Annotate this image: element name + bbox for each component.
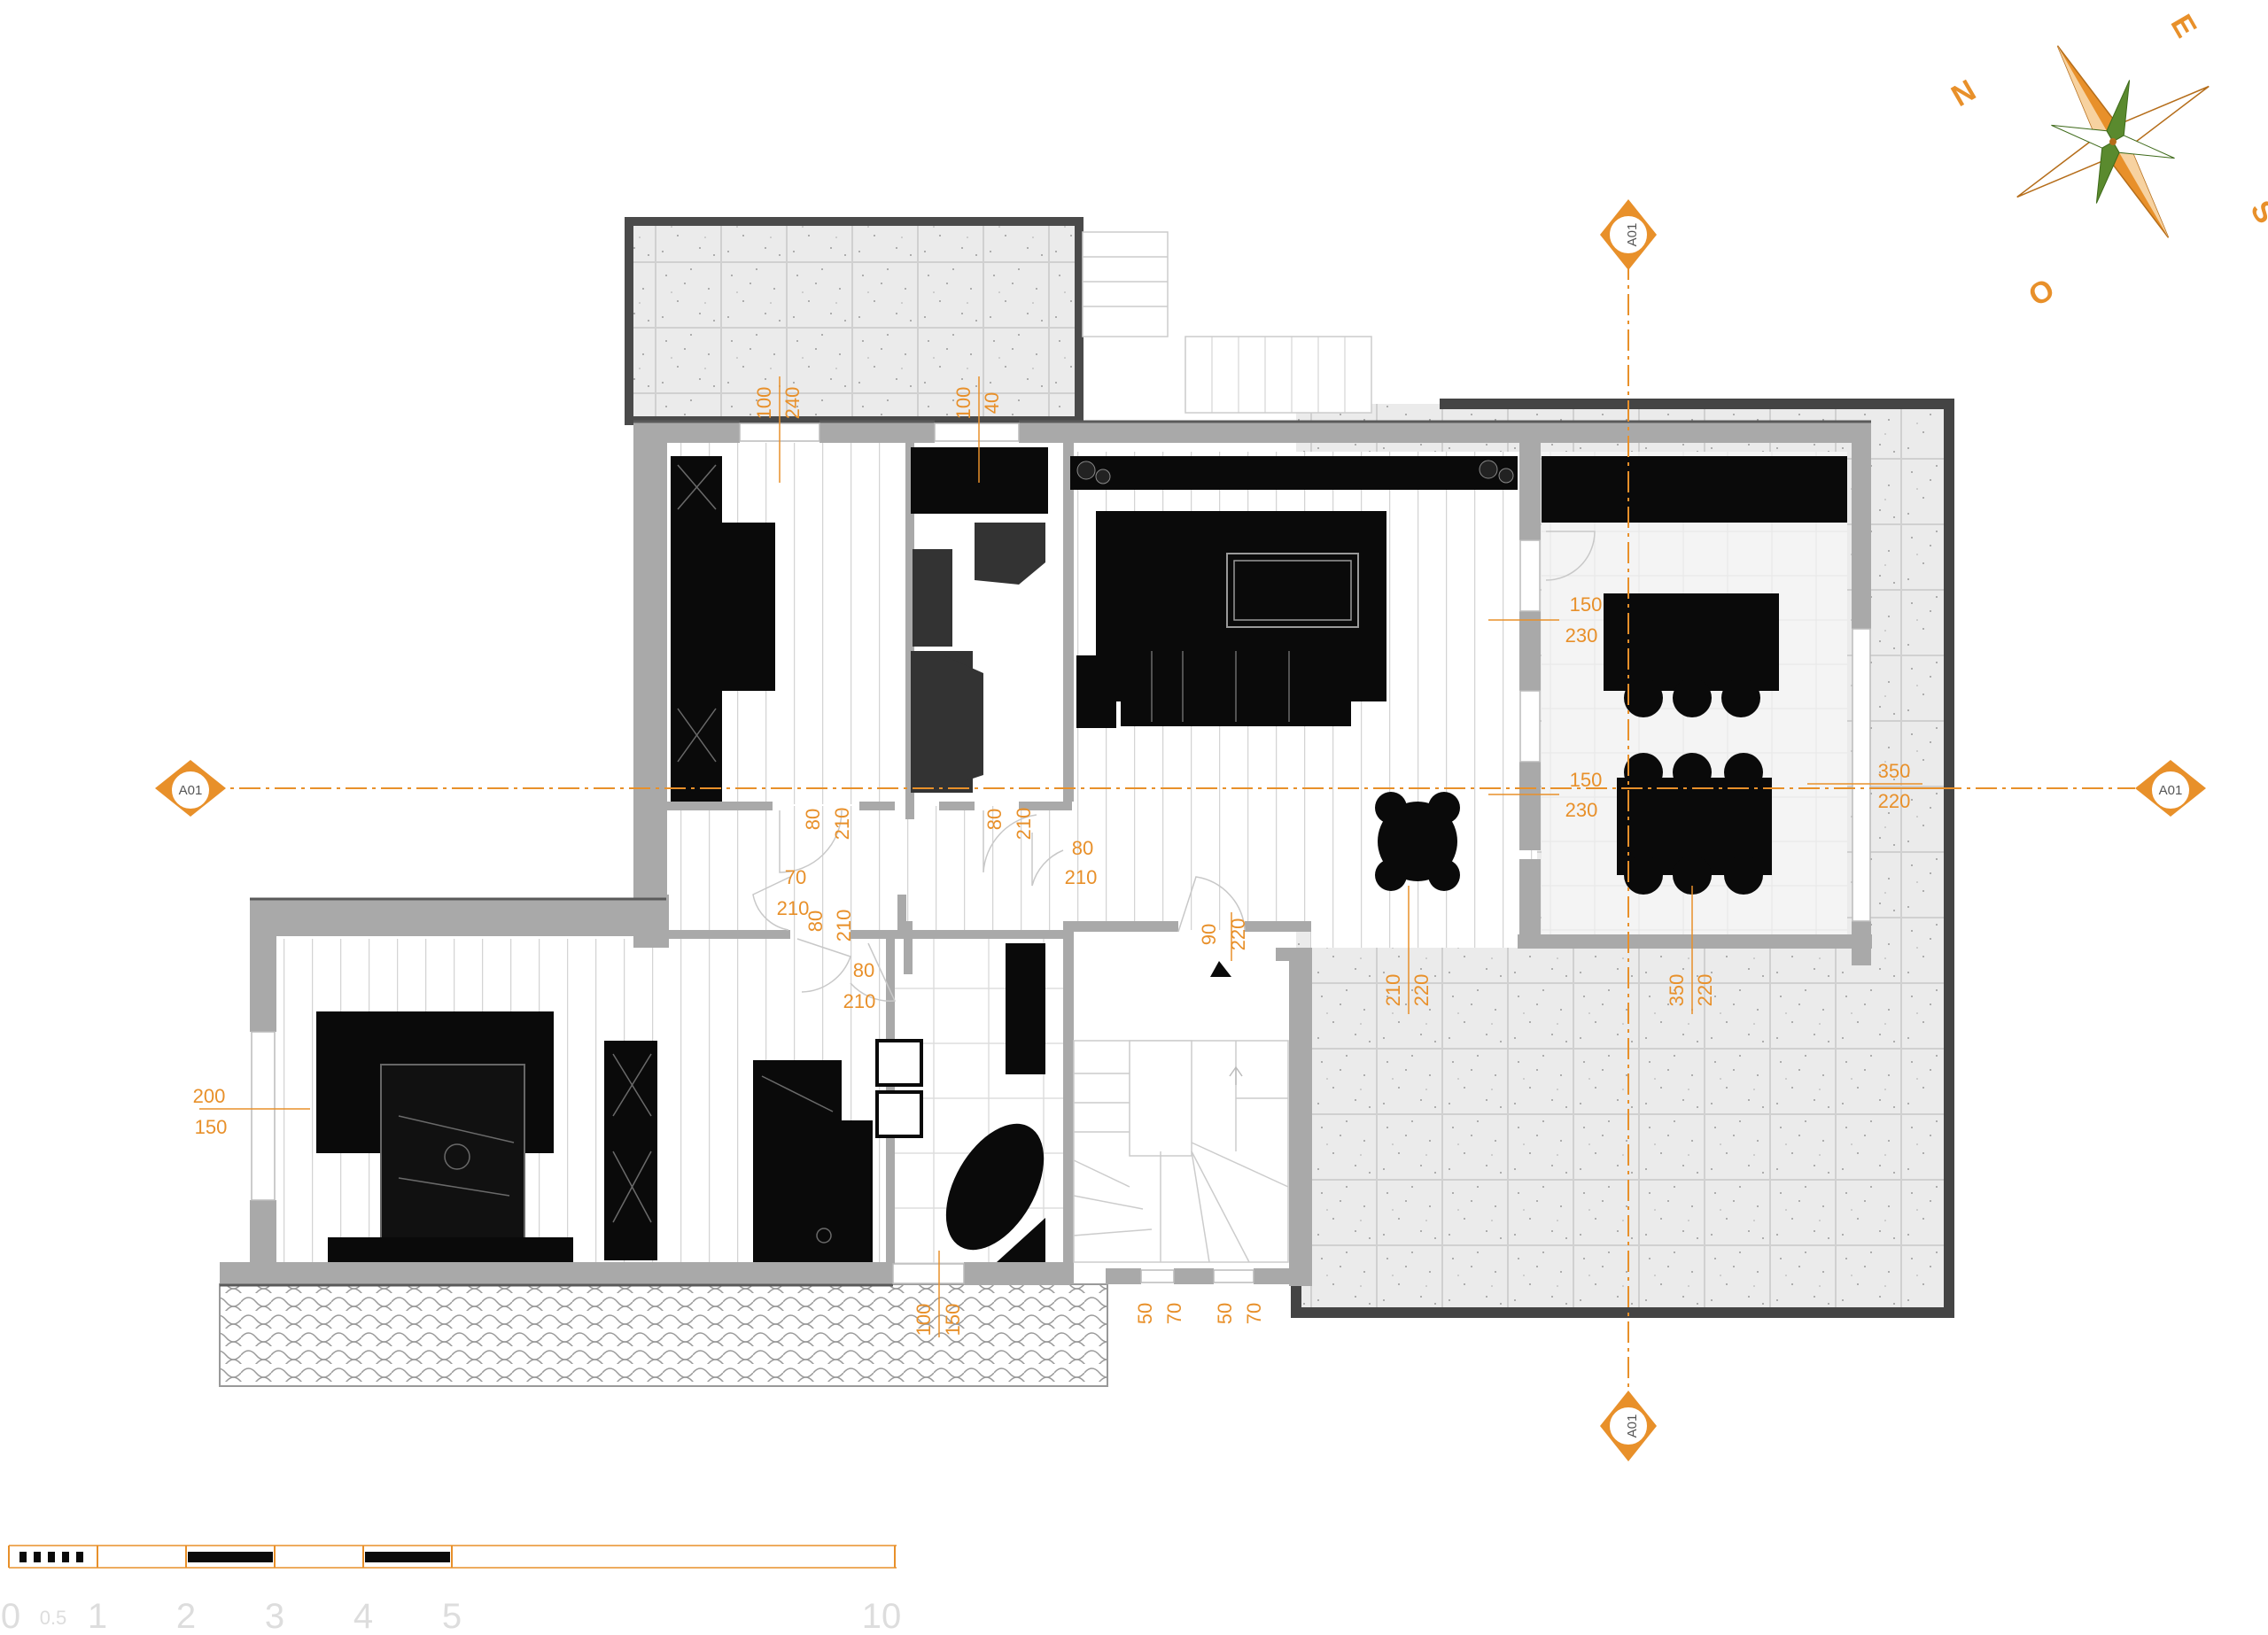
- dim-door-f-w: 80: [853, 959, 874, 981]
- armchair: [1076, 655, 1116, 728]
- dim-window-stair1-w: 50: [1134, 1303, 1156, 1324]
- scale-3: 3: [265, 1597, 284, 1635]
- section-marker-left: A01: [155, 760, 226, 817]
- furniture-detail: [398, 464, 1290, 1244]
- scale-bar: 0 0.5 1 2 3 4 5 10: [1, 1545, 902, 1635]
- dim-door-c-h: 210: [1065, 866, 1098, 888]
- staircase: [1073, 1040, 1289, 1263]
- media-unit: [1070, 456, 1518, 490]
- doors: [752, 531, 1596, 1002]
- exterior-steps: [1082, 231, 1372, 414]
- dim-door-terrace-h: 220: [1410, 974, 1433, 1007]
- compass-rose: N E S O: [1946, 9, 2268, 313]
- dim-door-a-w: 80: [802, 809, 824, 830]
- dim-door-entry-w: 90: [1198, 924, 1220, 945]
- scale-10: 10: [862, 1597, 902, 1635]
- section-marker-bottom: A01: [1600, 1391, 1657, 1461]
- bathtub: [945, 1123, 1045, 1251]
- scale-2: 2: [176, 1597, 196, 1635]
- dim-door-terrace2-w: 350: [1666, 974, 1688, 1007]
- bidet: [875, 1090, 923, 1138]
- dimension-labels: 100 240 100 40 150 230 150 230 350 220 8…: [193, 387, 1911, 1337]
- dim-window-east-w: 350: [1878, 760, 1911, 782]
- dim-door-d-h: 210: [777, 897, 810, 919]
- roof-tiles: [219, 1283, 1108, 1387]
- compass-o: O: [2023, 272, 2061, 313]
- wardrobe-master: [604, 1041, 657, 1260]
- compass-e: E: [2163, 9, 2202, 43]
- section-lines: [204, 259, 2135, 1404]
- dim-window-living-h: 230: [1565, 624, 1598, 647]
- dim-window-master-h: 150: [195, 1116, 228, 1138]
- north-terrace: [625, 217, 1084, 425]
- dim-window-east-h: 220: [1878, 790, 1911, 812]
- dim-door-terrace2-h: 220: [1694, 974, 1716, 1007]
- dim-door-f-h: 210: [843, 990, 876, 1012]
- section-label-left: A01: [179, 783, 203, 798]
- section-marker-right: A01: [2135, 760, 2206, 817]
- kitchen-island: [1604, 593, 1779, 691]
- dim-door-entry-h: 220: [1227, 918, 1249, 951]
- scale-1: 1: [88, 1597, 107, 1635]
- dim-window-living2-w: 150: [1570, 769, 1603, 791]
- wall-edges: [220, 420, 1871, 1287]
- scale-05: 0.5: [40, 1607, 67, 1629]
- dim-window-bath1-h: 40: [981, 392, 1003, 414]
- section-marker-top: A01: [1600, 199, 1657, 270]
- dim-door-e-w: 80: [804, 910, 827, 932]
- wardrobe: [671, 456, 722, 802]
- dim-window-bedroom1-h: 240: [781, 387, 804, 420]
- dim-window-living2-h: 230: [1565, 799, 1598, 821]
- section-label-bottom: A01: [1625, 1414, 1640, 1438]
- dim-window-master-w: 200: [193, 1085, 226, 1107]
- walls: [220, 422, 1872, 1286]
- door-marker: [1210, 961, 1231, 977]
- furniture: [316, 447, 1847, 1262]
- section-label-right: A01: [2159, 783, 2183, 798]
- dim-window-bath1-w: 100: [952, 387, 975, 420]
- dimension-leaders: [199, 376, 1922, 1337]
- kitchen-counter: [1542, 456, 1847, 523]
- bed-single: [722, 523, 775, 691]
- bench: [328, 1237, 573, 1262]
- scale-5: 5: [442, 1597, 462, 1635]
- dim-door-a-h: 210: [831, 808, 853, 841]
- compass-n: N: [1946, 74, 1981, 113]
- windows: [251, 422, 1871, 1284]
- dim-window-stair2-h: 70: [1243, 1303, 1265, 1324]
- dim-door-c-w: 80: [1072, 837, 1093, 859]
- dim-window-bath2-w: 100: [913, 1304, 935, 1337]
- dim-door-terrace-w: 210: [1382, 974, 1404, 1007]
- dim-window-bath2-h: 150: [942, 1304, 964, 1337]
- dim-door-d-w: 70: [785, 866, 806, 888]
- vanity: [1006, 943, 1045, 1074]
- double-bed: [380, 1064, 525, 1243]
- section-label-top: A01: [1625, 223, 1640, 247]
- dim-door-b-h: 210: [1013, 808, 1035, 841]
- dim-window-stair2-w: 50: [1214, 1303, 1236, 1324]
- coffee-table: [1226, 553, 1359, 628]
- dim-window-bedroom1-w: 100: [753, 387, 775, 420]
- scale-4: 4: [353, 1597, 373, 1635]
- dim-window-living-w: 150: [1570, 593, 1603, 616]
- dim-window-stair1-h: 70: [1163, 1303, 1185, 1324]
- scale-0: 0: [1, 1597, 20, 1635]
- shower-2: [797, 1120, 873, 1262]
- toilet: [875, 1039, 923, 1087]
- dim-door-b-w: 80: [983, 809, 1006, 830]
- compass-s: S: [2243, 195, 2268, 229]
- dim-door-e-h: 210: [833, 910, 855, 942]
